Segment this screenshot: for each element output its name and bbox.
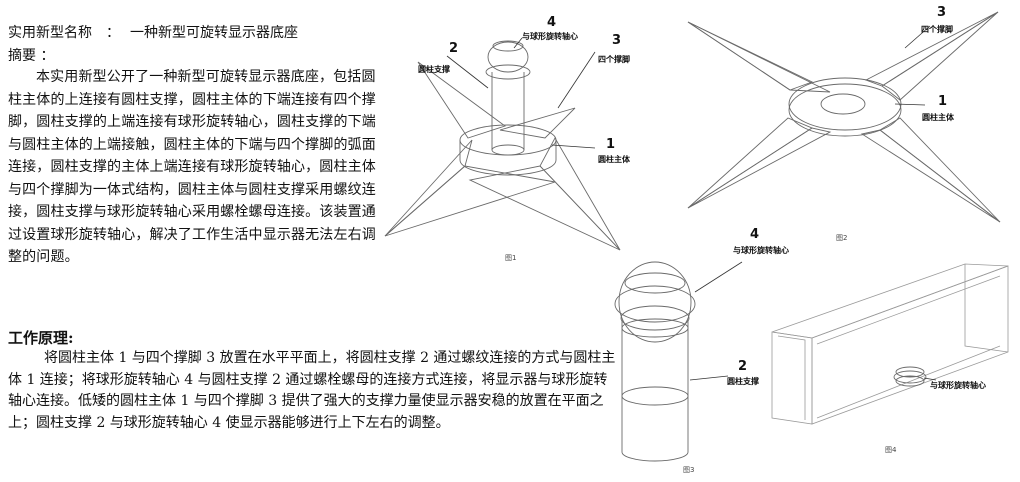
fig1-leader-2 — [446, 55, 489, 89]
fig2-label-3: 四个撑脚 — [921, 24, 953, 34]
fig4-box-inner — [777, 275, 1001, 420]
fig4-label: 与球形旋转轴心 — [930, 380, 986, 390]
fig2-leg-bottom-right — [879, 117, 1001, 223]
abstract-label: 摘要 ： — [8, 48, 55, 64]
fig3-sphere-equator — [614, 285, 696, 323]
fig2-label-1: 圆柱主体 — [922, 112, 955, 122]
fig3-caption: 图3 — [683, 466, 694, 474]
fig3-label-4: 与球形旋转轴心 — [733, 245, 789, 255]
fig4-box-front — [811, 265, 1009, 425]
fig1-num-4: 4 — [547, 15, 556, 30]
fig2-disc — [788, 77, 902, 131]
utility-model-name: 实用新型名称 ： 一种新型可旋转显示器底座 — [8, 22, 298, 42]
fig2-leader-3 — [904, 25, 931, 49]
figure-4: 与球形旋转轴心 图4 — [771, 263, 1009, 454]
fig4-leader — [923, 377, 937, 381]
fig1-sphere — [487, 41, 529, 73]
fig1-label-2: 圆柱支撑 — [418, 64, 450, 74]
fig1-num-1: 1 — [606, 137, 615, 152]
fig1-label-3: 四个撑脚 — [598, 54, 630, 64]
fig3-num-2: 2 — [738, 359, 747, 374]
fig2-caption: 图2 — [836, 234, 847, 242]
name-value: 一种新型可旋转显示器底座 — [130, 25, 298, 41]
figure-3: 4 与球形旋转轴心 2 圆柱支撑 图3 — [614, 227, 789, 474]
fig1-leg-bottom-right-inner — [539, 137, 621, 251]
fig1-caption: 图1 — [505, 254, 516, 262]
fig1-leader-1 — [551, 144, 596, 149]
fig4-caption: 图4 — [885, 446, 897, 454]
fig3-leader-2 — [689, 375, 729, 381]
fig1-leg-bottom-right — [468, 165, 621, 251]
fig1-leader-4 — [513, 37, 523, 49]
fig2-leg-bottom-left-inner — [687, 127, 832, 209]
fig2-leg-top-right — [864, 11, 999, 87]
fig1-num-2: 2 — [449, 41, 458, 56]
fig1-leg-bottom-left-inner — [384, 139, 473, 237]
fig4-pivot-top — [895, 366, 925, 378]
figure-2: 3 四个撑脚 1 圆柱主体 图2 — [687, 5, 1001, 242]
fig3-sphere — [618, 261, 692, 343]
name-label: 实用新型名称 — [8, 25, 92, 41]
fig2-hole — [820, 93, 866, 115]
fig3-cylinder-sides — [621, 320, 689, 452]
fig2-leader-1 — [894, 103, 926, 106]
figure-1: 4 与球形旋转轴心 3 四个撑脚 2 圆柱支撑 1 圆柱主体 图1 — [384, 15, 631, 262]
fig3-sphere-ring — [620, 305, 690, 331]
fig1-label-1: 圆柱主体 — [598, 154, 631, 164]
fig3-sphere-cap — [624, 272, 686, 294]
fig1-leg-top-left — [417, 61, 506, 139]
fig1-leg-bottom-left — [384, 165, 556, 237]
fig1-support-sides — [491, 72, 525, 150]
fig4-box-hidden — [964, 264, 1009, 353]
fig1-leader-3 — [557, 51, 596, 109]
fig2-num-3: 3 — [937, 5, 946, 20]
fig1-label-4: 与球形旋转轴心 — [522, 31, 578, 41]
fig2-leg-bottom-right-inner — [860, 129, 1001, 223]
fig1-num-3: 3 — [612, 33, 621, 48]
fig1-disc-side — [459, 140, 557, 176]
name-separator: ： — [106, 25, 120, 41]
working-principle-heading: 工作原理: — [8, 329, 74, 347]
fig4-pivot-bottom — [895, 375, 925, 387]
fig3-label-2: 圆柱支撑 — [727, 376, 759, 386]
fig2-disc-bottom — [788, 83, 902, 137]
fig4-pivot-mid — [893, 370, 927, 384]
fig2-leg-top-left-inner — [687, 21, 814, 91]
abstract-text: 本实用新型公开了一种新型可旋转显示器底座，包括圆柱主体的上连接有圆柱支撑，圆柱主… — [8, 69, 376, 265]
fig3-cylinder-bottom — [621, 451, 689, 462]
fig3-cylinder-mid — [621, 386, 689, 406]
fig1-leg-top-right — [499, 107, 576, 139]
fig2-num-1: 1 — [938, 94, 947, 109]
fig2-leg-bottom-left — [687, 117, 813, 209]
fig1-sphere-cap — [492, 40, 524, 52]
fig3-cylinder-top — [621, 318, 689, 338]
fig4-box-front-end — [771, 331, 813, 425]
fig1-sphere-ring — [485, 64, 531, 80]
fig4-box-top — [771, 263, 1009, 339]
fig3-num-4: 4 — [750, 227, 759, 242]
fig2-leg-top-right-inner — [881, 11, 999, 101]
fig1-support-base — [491, 144, 525, 156]
fig1-disc-top — [459, 124, 557, 156]
fig3-leader-4 — [694, 261, 743, 293]
working-principle-text: 将圆柱主体 1 与四个撑脚 3 放置在水平平面上，将圆柱支撑 2 通过螺纹连接的… — [8, 350, 616, 431]
